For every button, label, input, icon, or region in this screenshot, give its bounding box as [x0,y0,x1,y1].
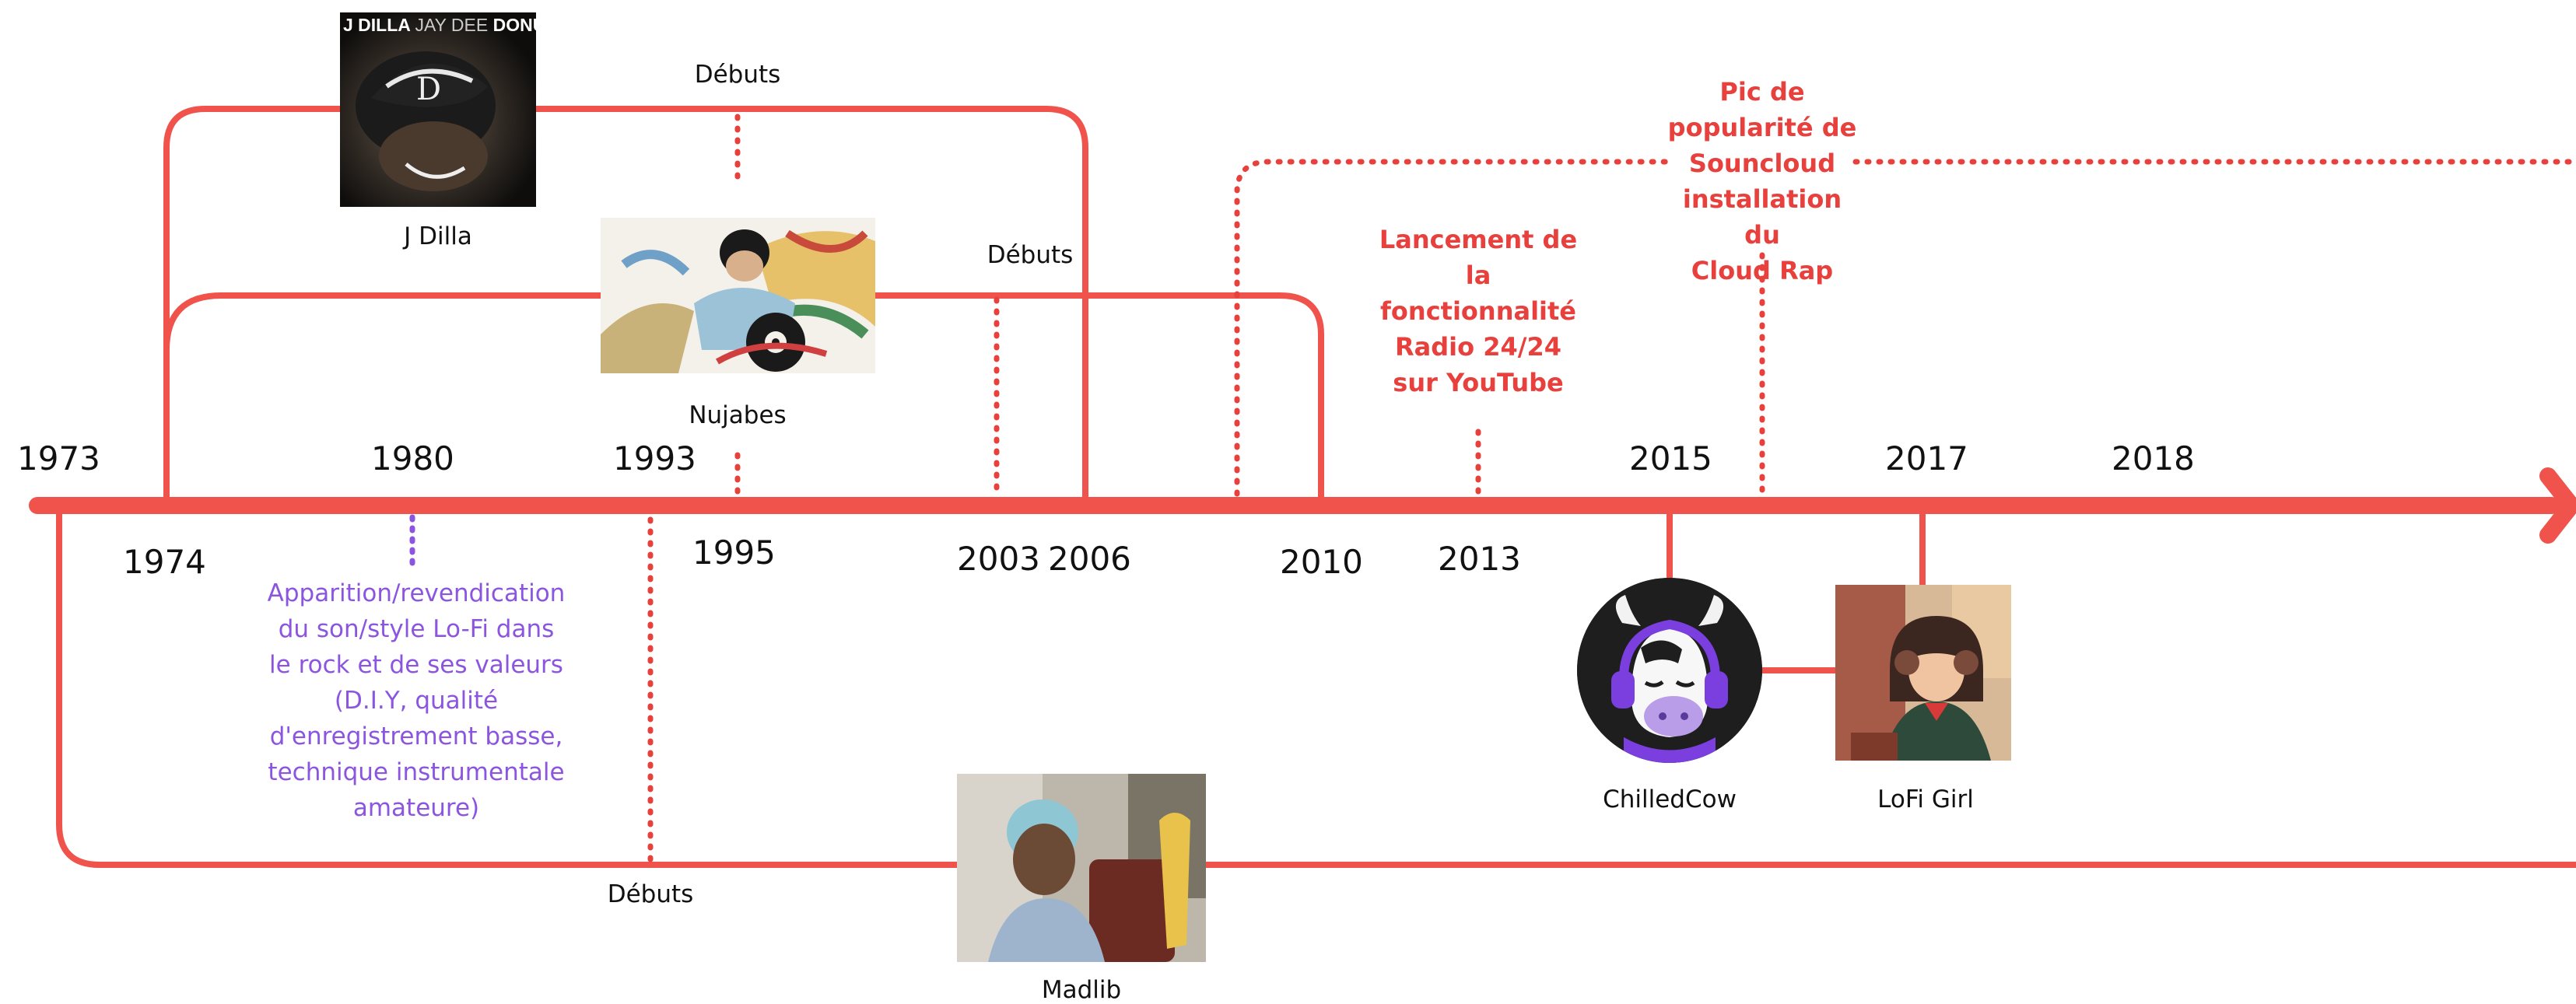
album-name-text: DONUTS [492,15,536,35]
year-1980: 1980 [371,439,454,478]
soundcloud-peak-line: Cloud Rap [1691,256,1834,285]
debuts-nujabes-label: Débuts [987,241,1074,269]
soundcloud-era-bracket [1234,159,2576,497]
year-2015: 2015 [1629,439,1712,478]
lofi-origin-line: d'enregistrement basse, [269,722,563,750]
youtube-radio-note: Lancement de la fonctionnalité Radio 24/… [1369,222,1587,401]
album-artist-text: J DILLA [343,15,411,35]
debuts-madlib-label: Débuts [607,880,694,908]
youtube-radio-line: Lancement de [1379,225,1578,254]
soundcloud-peak-line: Pic de [1719,77,1805,107]
soundcloud-peak-note: Pic de popularité de Souncloud installat… [1661,74,1863,289]
youtube-radio-line: fonctionnalité [1380,296,1576,326]
year-2006: 2006 [1048,540,1131,578]
lofigirl-illustration [1835,585,2011,761]
madlib-bracket [56,502,2576,868]
artist-photo-icon [957,774,1206,962]
album-alias-text: JAY DEE [415,15,489,35]
year-1973: 1973 [17,439,100,478]
cow-headphones-logo-icon [1577,578,1762,763]
soundcloud-peak-line: installation du [1682,184,1842,250]
lofi-origin-line: du son/style Lo-Fi dans [278,615,555,643]
year-2017: 2017 [1885,439,1968,478]
lofi-origin-line: (D.I.Y, qualité [334,687,499,715]
jdilla-album-cover: D J DILLA JAY DEE DONUTS [340,12,536,207]
jdilla-bracket [163,106,1088,509]
madlib-name: Madlib [1041,976,1122,1004]
year-1974: 1974 [123,543,206,581]
year-2003: 2003 [957,540,1040,578]
year-2018: 2018 [2112,439,2195,478]
youtube-radio-line: sur YouTube [1393,368,1564,397]
year-1995: 1995 [692,533,776,572]
madlib-photo [957,774,1206,962]
svg-text:D: D [416,72,441,107]
year-2010: 2010 [1280,543,1363,581]
lofigirl-name: LoFi Girl [1877,785,1974,813]
lofi-origin-line: technique instrumentale [268,758,565,786]
lofi-origin-note: Apparition/revendication du son/style Lo… [249,575,584,826]
youtube-radio-line: Radio 24/24 [1395,332,1561,362]
year-1993: 1993 [613,439,696,478]
nujabes-bracket [163,292,1324,509]
nujabes-name: Nujabes [689,401,787,429]
soundcloud-peak-line: popularité de [1667,113,1857,142]
artist-photo-icon [601,218,875,373]
chilledcow-logo [1577,578,1762,763]
lofi-origin-line: Apparition/revendication [267,579,566,607]
axis-arrow-head [2539,467,2576,544]
album-cover-title: J DILLA JAY DEE DONUTS [343,15,536,36]
youtube-radio-line: la [1465,261,1491,290]
nujabes-photo [601,218,875,373]
year-2013: 2013 [1438,540,1521,578]
soundcloud-peak-line: Souncloud [1688,149,1836,178]
album-cover-icon: D [340,12,536,207]
lofi-girl-illustration-icon [1835,585,2011,761]
lofi-origin-line: amateure) [352,794,480,822]
chilledcow-name: ChilledCow [1603,785,1737,813]
debuts-dilla-label: Débuts [694,61,781,89]
jdilla-name: J Dilla [404,222,472,250]
lofi-origin-line: le rock et de ses valeurs [269,651,563,679]
